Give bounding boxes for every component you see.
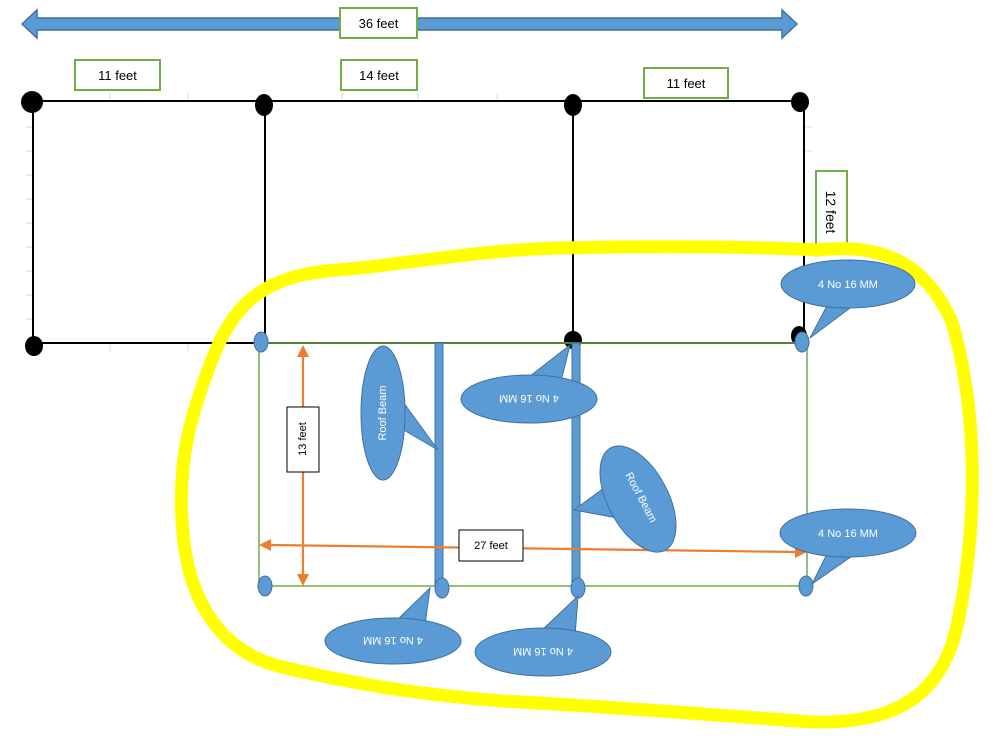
- bay-right-label: 11 feet: [667, 76, 706, 91]
- column-oval: [798, 575, 814, 597]
- depth-label-box: [815, 170, 848, 255]
- column-dot: [25, 336, 43, 356]
- extension-outline: [258, 342, 808, 587]
- rebar-bottom-left-label: 4 No 16 MM: [363, 634, 423, 646]
- new-columns: [253, 331, 814, 599]
- column-oval: [570, 577, 586, 599]
- bay-middle-label: 14 feet: [359, 68, 399, 83]
- roof-beam-bar-right: [571, 342, 581, 589]
- bay-left-label: 11 feet: [98, 68, 137, 83]
- roof-beam-bar-left: [434, 342, 444, 589]
- column-oval: [434, 577, 450, 599]
- extension-width-label-box: [458, 529, 524, 562]
- main-frame: [32, 100, 805, 344]
- column-dot: [791, 92, 809, 112]
- rebar-mid-right-callout: 4 No 16 MM: [779, 508, 917, 585]
- extension-depth-label-box: [286, 406, 320, 473]
- column-oval: [253, 331, 269, 353]
- overall-dimension-label-box: [339, 7, 418, 39]
- overall-dimension-label: 36 feet: [359, 16, 399, 31]
- column-oval: [257, 575, 273, 597]
- rebar-top-center-callout: 4 No 16 MM: [460, 343, 598, 424]
- roof-beam-left-callout: Roof Beam: [360, 345, 439, 481]
- roof-beam-right-callout: Roof Beam: [572, 445, 677, 553]
- existing-columns: [21, 91, 809, 356]
- grid-ticks: [26, 93, 812, 351]
- rebar-top-right-label: 4 No 16 MM: [818, 279, 878, 291]
- column-dot: [564, 94, 582, 116]
- rebar-bottom-center-label: 4 No 16 MM: [513, 645, 573, 657]
- extension-width-label: 27 feet: [474, 540, 508, 552]
- rebar-top-center-label: 4 No 16 MM: [499, 392, 559, 404]
- roof-beam-left-label: Roof Beam: [377, 385, 389, 440]
- rebar-top-right-callout: 4 No 16 MM: [780, 259, 916, 339]
- bay-right-label-box: [643, 67, 729, 99]
- rebar-bottom-left-callout: 4 No 16 MM: [324, 586, 462, 665]
- column-oval: [794, 331, 810, 353]
- rebar-bottom-center-callout: 4 No 16 MM: [474, 594, 612, 677]
- extension-depth-label: 13 feet: [297, 422, 309, 456]
- highlight-outline: [174, 240, 979, 729]
- column-dot: [21, 91, 43, 113]
- depth-label: 12 feet: [823, 191, 839, 234]
- bay-left-label-box: [74, 59, 161, 91]
- rebar-mid-right-label: 4 No 16 MM: [818, 528, 878, 540]
- column-dot: [255, 94, 273, 116]
- bay-middle-label-box: [340, 59, 418, 91]
